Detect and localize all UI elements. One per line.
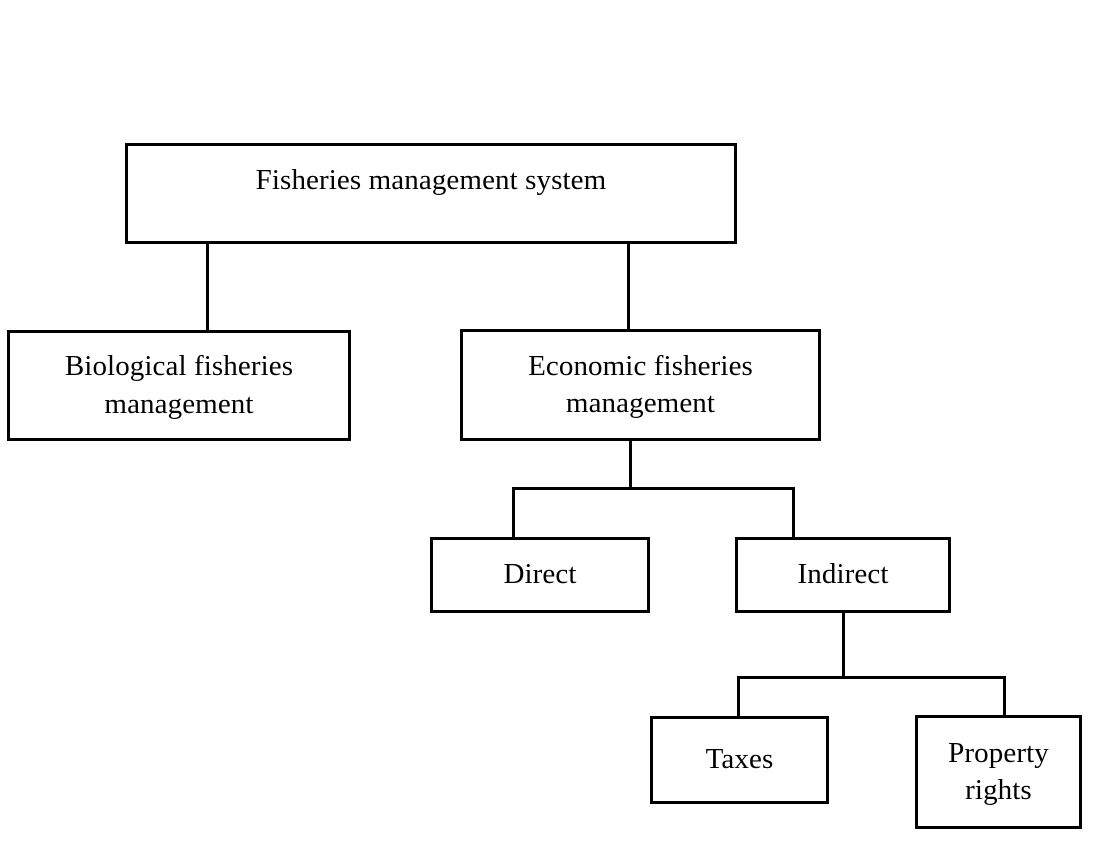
connector-economic-to-direct [512, 487, 515, 540]
connector-indirect-to-taxes [737, 676, 740, 719]
node-biological-fisheries-management[interactable]: Biological fisheries management [7, 330, 351, 441]
connector-root-to-economic [627, 241, 630, 332]
node-label: Taxes [705, 743, 774, 776]
node-label: Property rights [948, 736, 1049, 806]
node-direct[interactable]: Direct [430, 537, 650, 613]
node-economic-fisheries-management[interactable]: Economic fisheries management [460, 329, 821, 441]
node-property-rights[interactable]: Property rights [915, 715, 1082, 829]
node-fisheries-management-system[interactable]: Fisheries management system [125, 143, 737, 244]
connector-indirect-stub [842, 610, 845, 679]
connector-economic-to-indirect [792, 487, 795, 540]
node-label: Fisheries management system [255, 164, 607, 196]
connector-economic-split-bar [512, 487, 795, 490]
node-label: Biological fisheries management [64, 350, 294, 420]
node-label: Direct [503, 558, 577, 591]
node-indirect[interactable]: Indirect [735, 537, 951, 613]
node-label: Indirect [797, 558, 889, 591]
node-label: Economic fisheries management [528, 349, 753, 419]
connector-indirect-to-property-rights [1003, 676, 1006, 718]
connector-economic-stub [629, 438, 632, 489]
node-taxes[interactable]: Taxes [650, 716, 829, 804]
connector-root-to-biological [206, 241, 209, 333]
connector-indirect-split-bar [737, 676, 1006, 679]
